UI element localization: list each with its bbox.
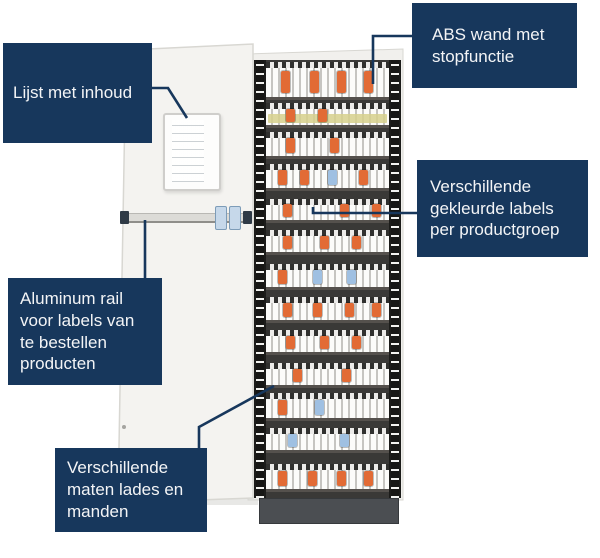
basket-rim [266, 297, 389, 303]
product-label-orange [283, 204, 293, 218]
basket-row [266, 230, 389, 255]
basket-rim [266, 264, 389, 270]
product-label-orange [285, 108, 295, 123]
pointer-lijst [152, 86, 189, 119]
product-label-orange [285, 138, 295, 154]
basket-row [266, 164, 389, 191]
basket-row [266, 62, 389, 100]
product-label-orange [337, 470, 347, 486]
product-label-orange [317, 108, 327, 123]
product-label-orange [310, 71, 320, 93]
product-label-orange [320, 335, 330, 350]
product-label-orange [300, 170, 310, 186]
content-list-pocket [163, 113, 221, 191]
basket-rack [254, 60, 401, 498]
rack-rows [266, 60, 389, 498]
callout-abs-wall: ABS wand met stopfunctie [412, 3, 577, 88]
product-label-orange [329, 138, 339, 154]
basket-rim [266, 393, 389, 399]
basket-rim [266, 428, 389, 434]
product-label-orange [278, 170, 288, 186]
basket-rim [266, 103, 389, 109]
product-label-orange [278, 269, 288, 285]
basket-rim [266, 363, 389, 369]
content-list-paper [172, 120, 204, 182]
basket-row [266, 132, 389, 159]
product-label-orange [364, 470, 374, 486]
product-label-orange [278, 399, 288, 415]
callout-colored-labels-label: Verschillende gekleurde labels per produ… [430, 176, 560, 240]
product-label-orange [352, 235, 362, 250]
basket-row [266, 199, 389, 223]
product-label-orange [312, 302, 322, 318]
callout-list-with-contents-label: Lijst met inhoud [13, 83, 133, 103]
rack-base-plinth [259, 498, 399, 524]
callout-list-with-contents: Lijst met inhoud [3, 43, 152, 143]
pointer-abs [371, 34, 412, 84]
product-label-orange [283, 302, 293, 318]
product-label-orange [283, 235, 293, 250]
product-label-orange [359, 170, 369, 186]
product-label-orange [278, 470, 288, 486]
basket-row [266, 428, 389, 453]
rail-end-cap-left [120, 211, 129, 224]
product-label-orange [371, 302, 381, 318]
basket-row [266, 330, 389, 355]
basket-row [266, 393, 389, 421]
rack-rail-right [389, 60, 401, 498]
basket-rim [266, 464, 389, 470]
product-label-orange [293, 368, 303, 383]
basket-rim [266, 164, 389, 170]
rail-label-clip [215, 206, 227, 230]
rack-rail-left [254, 60, 266, 498]
basket-row [266, 103, 389, 128]
rail-label-clip [229, 206, 241, 230]
product-label-orange [285, 335, 295, 350]
product-label-orange [364, 71, 374, 93]
callout-aluminum-rail-label: Aluminum rail voor labels van te bestell… [20, 289, 135, 374]
product-label-orange [280, 71, 290, 93]
product-label-blue [327, 170, 337, 186]
product-label-blue [288, 433, 298, 448]
basket-rim [266, 330, 389, 336]
product-label-orange [339, 204, 349, 218]
basket-rim [266, 132, 389, 138]
basket-rim [266, 230, 389, 236]
product-label-orange [337, 71, 347, 93]
basket-row [266, 363, 389, 388]
basket-rim [266, 199, 389, 205]
product-label-blue [347, 269, 357, 285]
product-label-orange [352, 335, 362, 350]
product-label-orange [342, 368, 352, 383]
basket-row [266, 297, 389, 323]
pointer-maten [197, 384, 275, 448]
product-label-blue [315, 399, 325, 415]
pointer-gekleurde [311, 207, 417, 215]
callout-basket-sizes-label: Verschillende maten lades en manden [67, 458, 184, 521]
callout-abs-wall-label: ABS wand met stopfunctie [432, 24, 545, 66]
product-label-band-yellow [268, 113, 387, 123]
product-label-blue [312, 269, 322, 285]
product-label-orange [307, 470, 317, 486]
product-label-orange [371, 204, 381, 218]
rail-end-cap-right [243, 211, 252, 224]
door-screw [122, 425, 126, 429]
callout-colored-labels: Verschillende gekleurde labels per produ… [417, 160, 588, 257]
callout-basket-sizes: Verschillende maten lades en manden [55, 448, 207, 532]
basket-rim [266, 62, 389, 68]
callout-aluminum-rail: Aluminum rail voor labels van te bestell… [8, 278, 162, 385]
aluminum-label-rail [120, 206, 252, 230]
basket-row [266, 464, 389, 492]
product-label-orange [344, 302, 354, 318]
product-label-orange [320, 235, 330, 250]
product-label-blue [339, 433, 349, 448]
basket-row [266, 264, 389, 290]
